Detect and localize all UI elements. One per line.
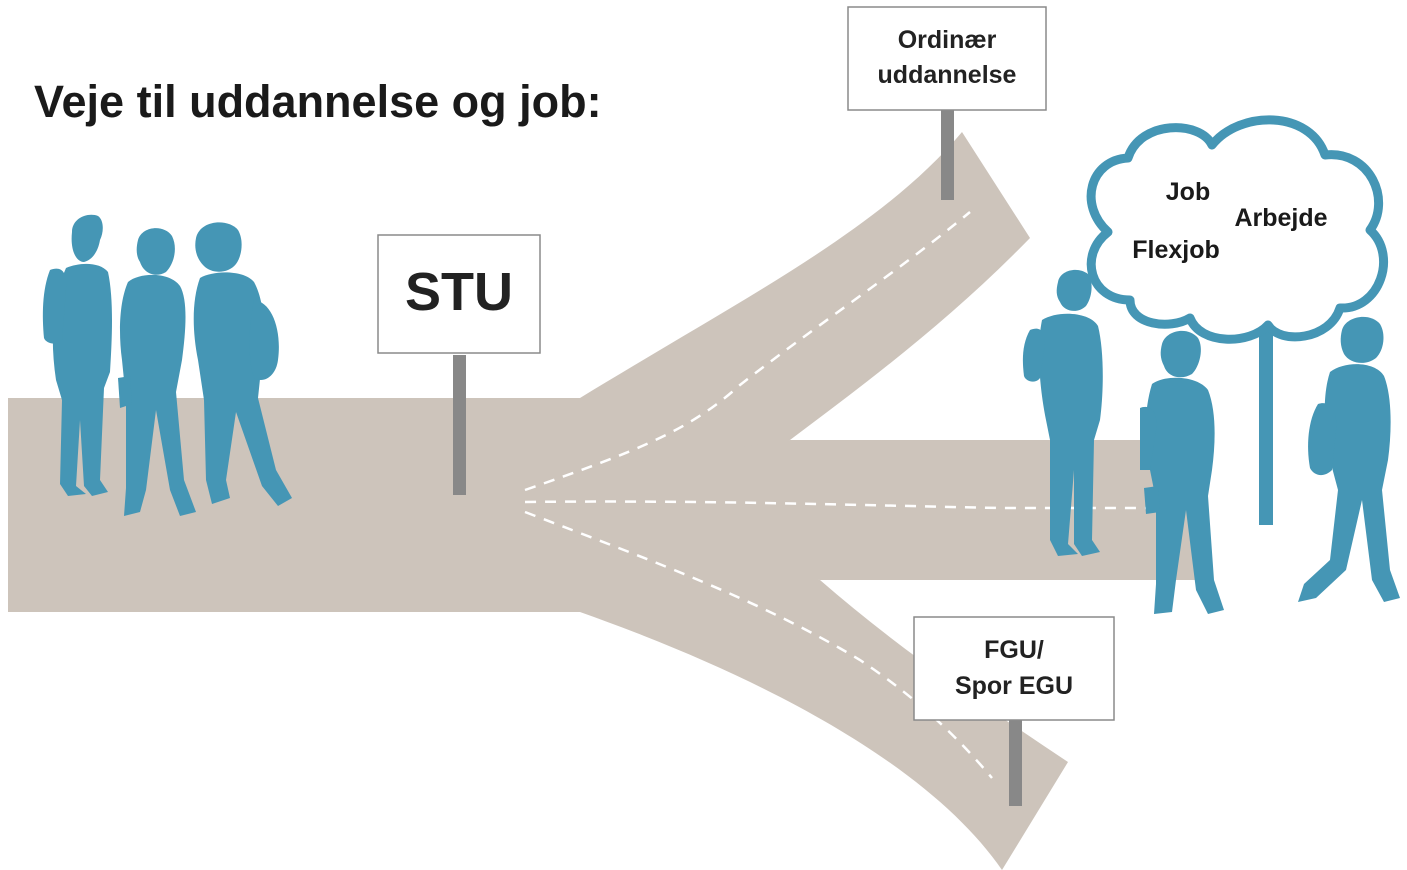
signpost-icon bbox=[941, 110, 954, 200]
sign-ordinary-line-1: Ordinær bbox=[898, 26, 997, 54]
sign-ordinary-line-2: uddannelse bbox=[878, 61, 1017, 89]
thought-cloud-icon: Job Arbejde Flexjob bbox=[1086, 115, 1389, 525]
people-group-right bbox=[1022, 269, 1400, 614]
dashed-line-job bbox=[524, 500, 1150, 510]
signpost-ordinary: Ordinær uddannelse bbox=[847, 6, 1047, 200]
road-network bbox=[8, 132, 1205, 870]
sign-stu-board bbox=[377, 234, 541, 354]
signpost-icon bbox=[453, 355, 466, 495]
person-silhouette-icon bbox=[42, 214, 112, 496]
page-title: Veje til uddannelse og job: bbox=[34, 76, 602, 127]
sign-ordinary-board bbox=[847, 6, 1047, 111]
signpost-icon bbox=[1009, 718, 1022, 806]
dashed-line-fgu bbox=[524, 510, 993, 779]
sign-fgu-board bbox=[913, 616, 1115, 721]
cloud-pole bbox=[1259, 320, 1273, 525]
sign-stu-label: STU bbox=[405, 262, 513, 322]
dashed-line-ordinary bbox=[524, 211, 971, 492]
signpost-fgu: FGU/ Spor EGU bbox=[913, 616, 1115, 806]
sign-fgu-line-1: FGU/ bbox=[984, 636, 1044, 664]
person-silhouette-icon bbox=[1298, 316, 1400, 602]
signpost-stu: STU bbox=[377, 234, 541, 495]
cloud-word-arbejde: Arbejde bbox=[1234, 204, 1327, 232]
person-silhouette-icon bbox=[1140, 330, 1224, 614]
people-group-left bbox=[42, 214, 292, 516]
cloud-word-flexjob: Flexjob bbox=[1132, 236, 1220, 264]
cloud-word-job: Job bbox=[1166, 178, 1210, 206]
road-branch-ordinary bbox=[580, 132, 1030, 520]
road-branch-job bbox=[580, 440, 1205, 580]
main-road bbox=[8, 398, 582, 612]
road-branch-fgu bbox=[580, 520, 1068, 870]
person-silhouette-icon bbox=[193, 222, 292, 506]
cloud-outline bbox=[1086, 115, 1389, 344]
person-silhouette-icon bbox=[118, 228, 196, 516]
sign-fgu-line-2: Spor EGU bbox=[955, 672, 1073, 700]
person-silhouette-icon bbox=[1022, 269, 1103, 556]
